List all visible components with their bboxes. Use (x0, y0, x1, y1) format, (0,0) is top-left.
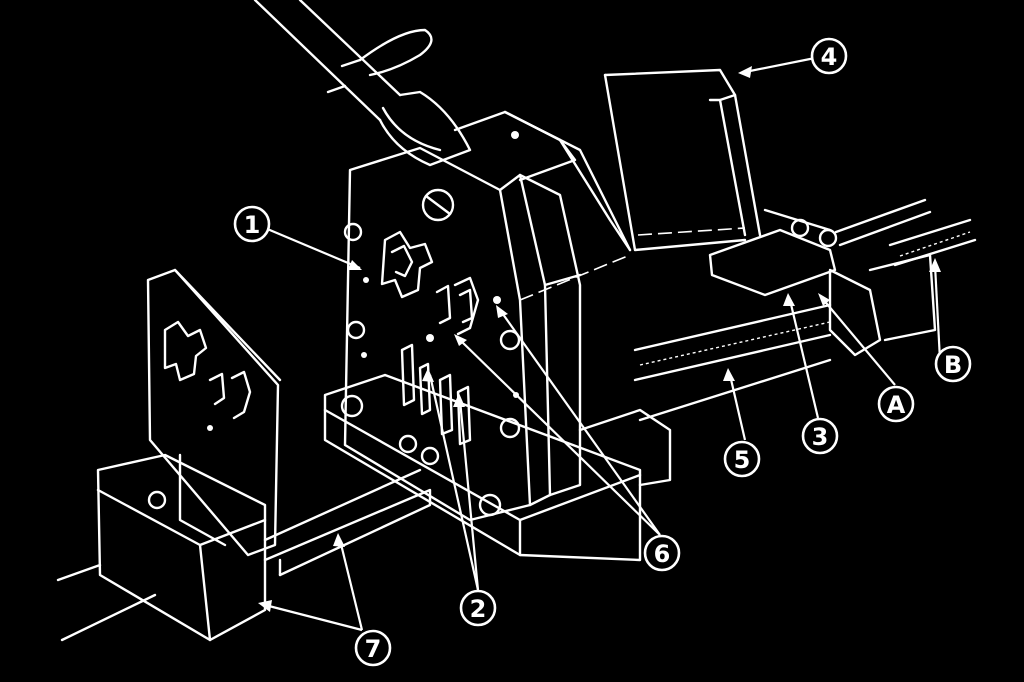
callout-7: 7 (354, 629, 392, 667)
callout-A: A (877, 385, 915, 423)
callout-1-label: 1 (244, 211, 261, 239)
callout-2: 2 (459, 589, 497, 627)
guide-rails (56, 468, 432, 642)
callout-2-label: 2 (470, 595, 487, 623)
callout-B: B (934, 345, 972, 383)
callout-5-label: 5 (734, 446, 751, 474)
leader-lines (258, 55, 942, 632)
callout-B-label: B (944, 351, 962, 379)
left-clamp-block (96, 453, 267, 642)
callout-6: 6 (643, 534, 681, 572)
callout-A-label: A (887, 391, 906, 419)
base-block (323, 373, 672, 562)
handle-assembly (253, 0, 472, 167)
callout-5: 5 (723, 440, 761, 478)
callout-3-label: 3 (812, 423, 829, 451)
callout-6-label: 6 (654, 540, 671, 568)
die-holder-top (453, 110, 632, 252)
callout-1: 1 (233, 205, 271, 243)
callout-4: 4 (810, 37, 848, 75)
callout-7-label: 7 (365, 635, 382, 663)
length-stop-bracket (603, 68, 762, 252)
measuring-scale (633, 218, 977, 422)
callout-4-label: 4 (821, 43, 838, 71)
spare-die-plate (146, 268, 282, 557)
callout-3: 3 (801, 417, 839, 455)
